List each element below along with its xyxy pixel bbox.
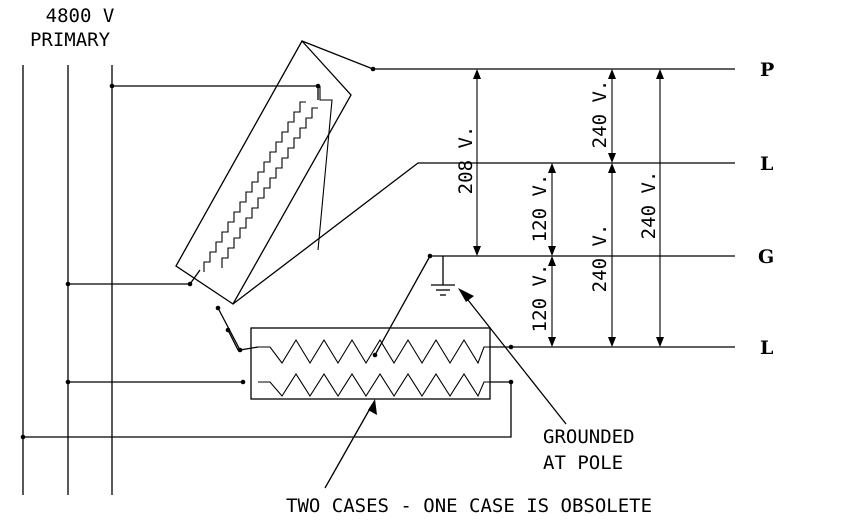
primary-connections — [23, 85, 512, 438]
voltage-p-to-g: 208 V. — [455, 126, 477, 195]
primary-label: PRIMARY — [30, 29, 111, 51]
voltage-g-to-l2: 120 V. — [529, 264, 551, 333]
grounded-leader-arrow — [458, 288, 567, 425]
cases-note: TWO CASES - ONE CASE IS OBSOLETE — [286, 495, 652, 517]
voltage-l1-to-g: 120 V. — [529, 174, 551, 243]
primary-lines — [22, 65, 113, 495]
terminal-l1-label: L — [760, 153, 773, 175]
junction-dots — [20, 66, 514, 440]
upper-transformer — [175, 39, 352, 305]
primary-voltage-label: 4800 V — [46, 5, 115, 27]
voltage-l1-to-l2: 240 V. — [589, 224, 611, 293]
dimension-arrows — [473, 69, 664, 347]
ground-symbol-icon — [431, 256, 455, 296]
terminal-p-label: P — [760, 59, 774, 81]
grounded-note-line1: GROUNDED — [543, 426, 635, 448]
voltage-p-to-l1: 240 V. — [589, 80, 611, 149]
cases-leader-arrow — [324, 399, 377, 489]
terminal-g-label: G — [758, 246, 774, 268]
terminal-l2-label: L — [760, 337, 773, 359]
grounded-note-line2: AT POLE — [543, 452, 623, 474]
lower-transformer — [250, 327, 500, 400]
voltage-p-to-l2: 240 V. — [638, 171, 660, 240]
